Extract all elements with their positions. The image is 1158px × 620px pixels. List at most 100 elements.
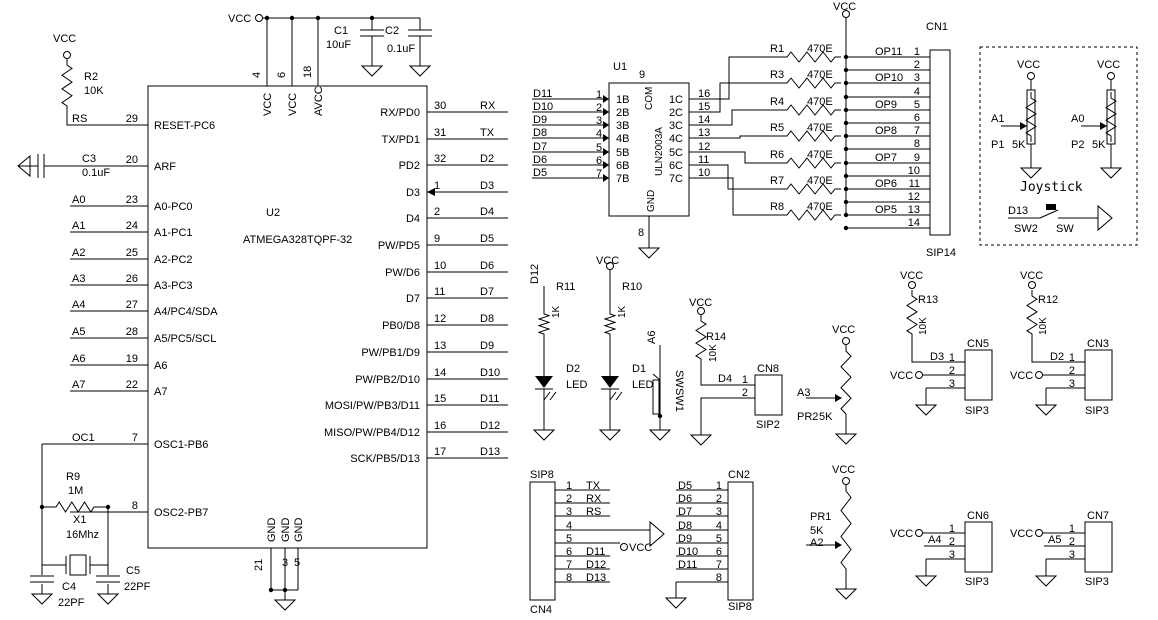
u1-output-wire bbox=[715, 177, 781, 216]
u1-pin-number: 11 bbox=[698, 154, 709, 166]
cn1-type: SIP14 bbox=[926, 247, 956, 259]
cn2-pin-number: 5 bbox=[716, 533, 722, 545]
ground-symbol bbox=[689, 434, 713, 446]
u2-pin-name: ARF bbox=[154, 161, 176, 173]
cn3-type: SIP3 bbox=[1085, 405, 1109, 417]
c4-value: 22PF bbox=[58, 597, 85, 609]
cn1-pin-number: 13 bbox=[908, 204, 920, 216]
led-rays bbox=[609, 391, 623, 401]
net-label: D11 bbox=[480, 393, 499, 405]
resistor-ref: R3 bbox=[770, 69, 784, 81]
u2-pin-name: A6 bbox=[154, 360, 167, 372]
cn2-pin-number: 1 bbox=[716, 480, 722, 492]
net-label: A3 bbox=[72, 273, 85, 285]
u1-pin-number: 13 bbox=[698, 127, 710, 139]
u1-output-wire bbox=[715, 56, 781, 100]
cn7-pin-number: 2 bbox=[1069, 536, 1075, 548]
u2-pin-number: 29 bbox=[126, 113, 138, 125]
net-label: D5 bbox=[678, 480, 692, 492]
cn1-pin-number: 7 bbox=[914, 125, 920, 137]
cn1-pin-number: 1 bbox=[914, 46, 920, 58]
u1-pin-number: 9 bbox=[639, 69, 645, 81]
cn4-pin-number: 6 bbox=[566, 546, 572, 558]
cn4-pin-number: 4 bbox=[566, 520, 572, 532]
net-label: D11 bbox=[586, 546, 605, 558]
vcc-terminal bbox=[842, 477, 850, 485]
cn1-pin-number: 4 bbox=[914, 86, 920, 98]
net-label: A0 bbox=[1071, 113, 1084, 125]
u1-ref: U1 bbox=[613, 61, 627, 73]
pr2-ref: PR2 bbox=[797, 411, 818, 423]
cn4-pin-number: 8 bbox=[566, 572, 572, 584]
vcc-label: VCC bbox=[900, 270, 923, 282]
u1-pin-number: 8 bbox=[638, 227, 644, 239]
net-label: D7 bbox=[678, 506, 692, 518]
cn2-pin-number: 4 bbox=[716, 520, 722, 532]
net-label: RS bbox=[586, 506, 601, 518]
u1-com-label: COM bbox=[644, 87, 655, 110]
u2-pin-name: TX/PD1 bbox=[381, 134, 420, 146]
resistor-value: 470E bbox=[807, 175, 833, 187]
r9-ref: R9 bbox=[66, 471, 80, 483]
u1-pin-name: 3B bbox=[616, 120, 629, 132]
vcc-terminal bbox=[1028, 281, 1036, 289]
resistor-value: 470E bbox=[807, 69, 833, 81]
pin-arrow bbox=[603, 174, 609, 182]
resistor-value: 470E bbox=[807, 122, 833, 134]
x1-value: 16Mhz bbox=[66, 529, 99, 541]
u2-pin-name: RESET-PC6 bbox=[154, 120, 215, 132]
cn2-pin-number: 8 bbox=[716, 572, 722, 584]
wiper-arrow bbox=[835, 394, 842, 402]
u1-pin-name: 6C bbox=[669, 160, 683, 172]
ground-symbol bbox=[273, 599, 297, 611]
junction-dot bbox=[268, 587, 274, 593]
junction-dot bbox=[843, 225, 849, 231]
u2-pin-number: 9 bbox=[434, 233, 440, 245]
c5-ref: C5 bbox=[126, 565, 140, 577]
net-label: D8 bbox=[480, 313, 494, 325]
pr1-value: 5K bbox=[810, 525, 824, 537]
net-label: A2 bbox=[72, 247, 85, 259]
u1-pin-number: 6 bbox=[596, 155, 602, 167]
ground-symbol bbox=[360, 65, 384, 77]
u1-pin-name: 7C bbox=[669, 173, 683, 185]
u2-pin-name: PW/PD5 bbox=[378, 240, 420, 252]
vcc-label: VCC bbox=[890, 370, 913, 382]
r2-resistor bbox=[61, 59, 73, 112]
u2-pin-number: 13 bbox=[434, 340, 446, 352]
vcc-label: VCC bbox=[832, 464, 855, 476]
net-label: A0 bbox=[72, 194, 85, 206]
wiper-arrow bbox=[835, 541, 842, 549]
resistor-ref: R5 bbox=[770, 122, 784, 134]
sw2-label: SW bbox=[1056, 223, 1074, 235]
wire bbox=[66, 112, 70, 126]
u1-pin-name: 1B bbox=[616, 94, 629, 106]
cn2-pin-number: 3 bbox=[716, 506, 722, 518]
u1-output-wire bbox=[715, 109, 781, 126]
u2-pin-number: 17 bbox=[434, 446, 446, 458]
cn3-resistor bbox=[1026, 290, 1038, 340]
pin-arrow bbox=[603, 161, 609, 169]
u2-pin-number: 20 bbox=[126, 154, 138, 166]
p2-pot-track bbox=[1105, 92, 1117, 142]
cn7-connector bbox=[1084, 521, 1113, 573]
net-label: D13 bbox=[1008, 205, 1028, 217]
c4-ref: C4 bbox=[62, 581, 76, 593]
pin-arrow bbox=[603, 108, 609, 116]
cn6-connector bbox=[964, 521, 993, 573]
net-label: D8 bbox=[533, 127, 547, 139]
cn5-pin-number: 3 bbox=[949, 378, 955, 390]
cn1-pin-number: 12 bbox=[908, 191, 920, 203]
pr1-ref: PR1 bbox=[810, 511, 831, 523]
cn3-pin-number: 1 bbox=[1069, 352, 1075, 364]
joystick-box bbox=[979, 46, 1138, 246]
wire bbox=[700, 397, 735, 425]
cn2-connector bbox=[727, 481, 754, 601]
vcc-terminal bbox=[842, 10, 850, 18]
resistor-value: 470E bbox=[807, 43, 833, 55]
cn4-connector bbox=[529, 481, 556, 601]
wire bbox=[1031, 340, 1062, 363]
u1-pin-number: 5 bbox=[596, 142, 602, 154]
